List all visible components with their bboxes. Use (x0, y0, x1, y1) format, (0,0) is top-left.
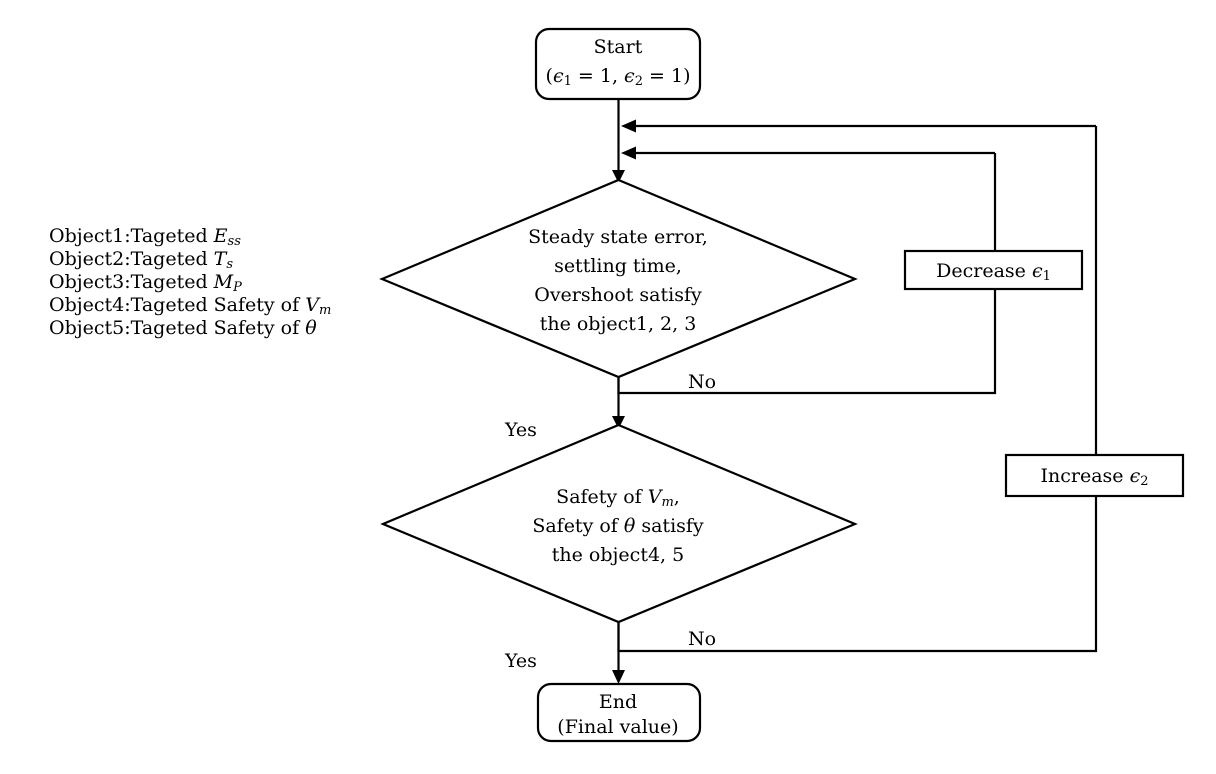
edge-label-no-upper: No (688, 371, 716, 393)
decision1-label-line2: settling time, (554, 255, 682, 277)
arrowhead-feedback-upper (621, 119, 636, 133)
edge-start-to-decision1 (612, 99, 625, 183)
end-label-line2: (Final value) (557, 716, 678, 738)
decision2-line2-prefix: Safety of (532, 515, 624, 537)
legend-2-symbol: T (214, 248, 228, 270)
arrowhead-into-decision2 (612, 416, 625, 429)
increase-text: Increase (1040, 465, 1129, 487)
arrowhead-into-decision1 (612, 170, 625, 183)
arrowhead-feedback-lower (621, 146, 636, 160)
end-label-line1: End (599, 691, 637, 713)
decrease-label: Decrease ϵ1 (936, 260, 1051, 284)
legend-1-subscript: ss (228, 234, 242, 249)
decrease-epsilon-subscript: 1 (1043, 269, 1051, 284)
decision2-line2-suffix: satisfy (635, 515, 704, 537)
legend-4-text: Object4:Tageted Safety of (49, 294, 305, 316)
legend-item-3: Object3:Tageted MP (49, 271, 242, 295)
arrowhead-into-end (612, 670, 625, 684)
objective-legend: Object1:Tageted Ess Object2:Tageted Ts O… (49, 225, 331, 339)
epsilon-1-subscript: 1 (564, 74, 572, 89)
legend-2-text: Object2:Tageted (49, 248, 214, 270)
legend-3-text: Object3:Tageted (49, 271, 214, 293)
decision2-line1-suffix: , (674, 486, 680, 508)
decision1-label-line1: Steady state error, (528, 226, 708, 248)
epsilon-2-symbol: ϵ (624, 65, 635, 87)
legend-1-symbol: E (213, 225, 228, 247)
increase-shape (1004, 453, 1185, 498)
decrease-epsilon-symbol: ϵ (1032, 260, 1043, 282)
decision1-shape (379, 178, 858, 379)
start-label-line1: Start (594, 36, 643, 58)
legend-4-subscript: m (319, 303, 331, 318)
increase-label: Increase ϵ2 (1040, 465, 1148, 489)
end-shape (536, 682, 702, 743)
decrease-text: Decrease (936, 260, 1032, 282)
node-decision2[interactable]: Safety of Vm, Safety of θ satisfy the ob… (380, 423, 858, 624)
epsilon-1-symbol: ϵ (553, 65, 564, 87)
node-decision1[interactable]: Steady state error, settling time, Overs… (379, 178, 858, 379)
decision1-label-line4: the object1, 2, 3 (540, 313, 697, 335)
decision2-label-line3: the object4, 5 (552, 544, 684, 566)
legend-item-2: Object2:Tageted Ts (49, 248, 233, 272)
start-label-line2: (ϵ1 = 1, ϵ2 = 1) (546, 65, 691, 89)
edge-label-yes-lower: Yes (504, 650, 537, 672)
start-suffix-text: = 1) (643, 65, 691, 87)
edge-label-no-lower: No (688, 628, 716, 650)
node-start[interactable]: Start (ϵ1 = 1, ϵ2 = 1) (534, 27, 702, 101)
legend-5-text: Object5:Tageted Safety of (49, 317, 305, 339)
legend-2-subscript: s (226, 257, 233, 272)
edge-label-yes-upper: Yes (504, 419, 537, 441)
increase-epsilon-subscript: 2 (1140, 474, 1148, 489)
decision2-label-line1: Safety of Vm, (556, 486, 680, 510)
vm-subscript: m (661, 495, 673, 510)
legend-item-4: Object4:Tageted Safety of Vm (49, 294, 331, 318)
vm-symbol: V (648, 486, 664, 508)
node-increase-epsilon2[interactable]: Increase ϵ2 (1004, 453, 1185, 498)
node-decrease-epsilon1[interactable]: Decrease ϵ1 (903, 249, 1084, 291)
edge-decision1-yes-to-decision2 (612, 377, 625, 429)
decision2-shape (380, 423, 858, 624)
edge-decrease-feedback-to-trunk (621, 146, 995, 160)
decision2-line1-prefix: Safety of (556, 486, 648, 508)
start-shape (534, 27, 702, 101)
node-end[interactable]: End (Final value) (536, 682, 702, 743)
edge-increase-feedback-to-trunk (621, 119, 1096, 133)
epsilon-2-subscript: 2 (635, 74, 643, 89)
legend-5-symbol: θ (305, 317, 317, 339)
decision1-label-line3: Overshoot satisfy (534, 284, 702, 306)
edge-decision2-yes-to-end (612, 622, 625, 684)
increase-epsilon-symbol: ϵ (1130, 465, 1141, 487)
legend-4-symbol: V (305, 294, 321, 316)
legend-item-1: Object1:Tageted Ess (49, 225, 241, 249)
legend-3-subscript: P (232, 280, 242, 295)
start-paren-open: ( (546, 65, 553, 87)
legend-3-symbol: M (213, 271, 234, 293)
decrease-shape (903, 249, 1084, 291)
decision2-label-line2: Safety of θ satisfy (532, 515, 704, 537)
theta-symbol: θ (624, 515, 636, 537)
legend-item-5: Object5:Tageted Safety of θ (49, 317, 317, 339)
legend-1-text: Object1:Tageted (49, 225, 214, 247)
start-mid-text: = 1, (572, 65, 624, 87)
